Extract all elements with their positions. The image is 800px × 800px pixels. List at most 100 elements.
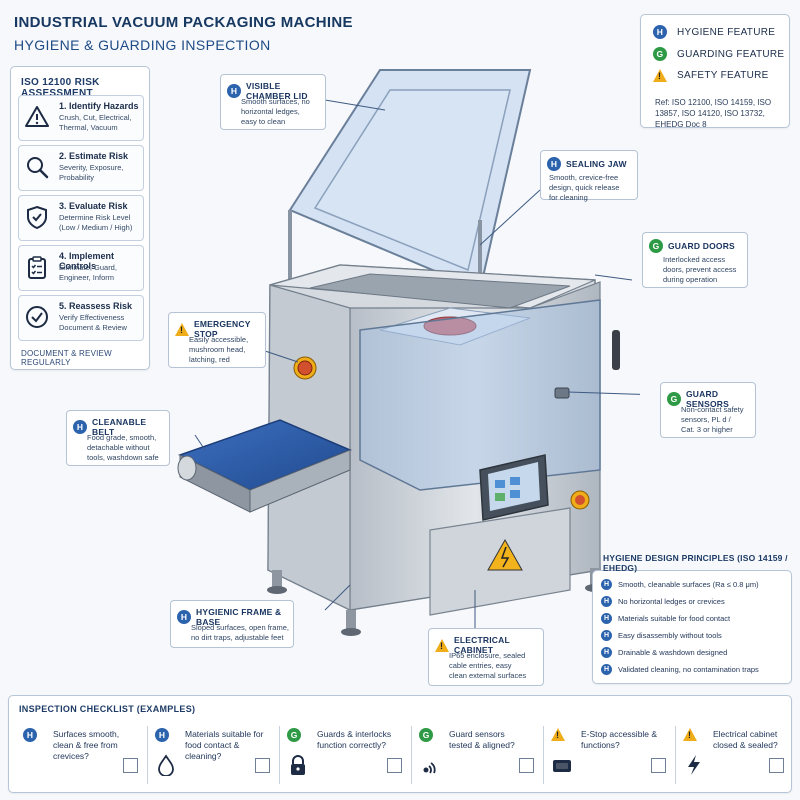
magnifier-icon (27, 157, 49, 179)
callout-emergency-stop: EMERGENCY STOP Easily accessible,mushroo… (168, 312, 266, 368)
hygiene-principle-text: Materials suitable for food contact (618, 614, 731, 623)
padlock-icon (291, 755, 305, 775)
risk-step-desc: Eliminate, Guard, Engineer, Inform (59, 263, 117, 282)
hmi-button-icon (495, 480, 505, 488)
callout-line: IP65 enclosure, sealed (449, 651, 526, 660)
callout-line: Smooth, crevice-free (549, 173, 619, 182)
risk-step-3: 3. Evaluate Risk Determine Risk Level (L… (18, 195, 144, 241)
callout-title: CLEANABLE BELT (92, 417, 147, 437)
droplet-icon (158, 754, 174, 776)
hygiene-principle-text: Drainable & washdown designed (618, 648, 728, 657)
clipboard-icon (28, 256, 46, 279)
risk-assessment-panel: ISO 12100 RISK ASSESSMENT 1. Identify Ha… (10, 66, 150, 370)
checklist-text: Guard sensors tested & aligned? (449, 729, 515, 750)
callout-line: design, quick release (549, 183, 620, 192)
checklist-checkbox[interactable] (769, 758, 784, 773)
hygiene-badge-icon: H (601, 647, 612, 658)
legend-safety-label: SAFETY FEATURE (677, 70, 769, 81)
estop-icon (553, 760, 571, 772)
callout-title: HYGIENIC FRAME & BASE (196, 607, 282, 627)
guarding-badge-icon: G (287, 728, 301, 742)
shield-check-icon (27, 205, 47, 229)
callout-line: latching, red (189, 355, 230, 364)
callout-title: GUARD SENSORS (686, 389, 729, 409)
callout-line: Food grade, smooth, (87, 433, 157, 442)
callout-line: detachable without (87, 443, 150, 452)
callout-line: no dirt traps, adjustable feet (191, 633, 284, 642)
risk-step-5: 5. Reassess Risk Verify Effectiveness Do… (18, 295, 144, 341)
checklist-checkbox[interactable] (255, 758, 270, 773)
callout-line: horizontal ledges, (241, 107, 300, 116)
hygiene-principle-item: H No horizontal ledges or crevices (601, 596, 725, 607)
hmi-button-icon (510, 490, 520, 498)
callout-line: for cleaning (549, 193, 588, 202)
callout-electrical-cabinet: ELECTRICAL CABINET IP65 enclosure, seale… (428, 628, 544, 686)
hygiene-badge-icon: H (547, 157, 561, 171)
guarding-badge-icon: G (649, 239, 663, 253)
safety-warning-icon (175, 322, 189, 336)
risk-footer: DOCUMENT & REVIEW REGULARLY (21, 349, 112, 367)
divider (411, 726, 412, 784)
conveyor-belt (177, 419, 352, 513)
checklist-checkbox[interactable] (123, 758, 138, 773)
checklist-text: Guards & interlocks function correctly? (317, 729, 392, 750)
checklist-text: Surfaces smooth, clean & free from crevi… (53, 729, 120, 761)
checklist-checkbox[interactable] (519, 758, 534, 773)
legend-hygiene: H HYGIENE FEATURE (653, 25, 775, 39)
risk-step-title: 1. Identify Hazards (59, 101, 139, 111)
checklist-text: Electrical cabinet closed & sealed? (713, 729, 778, 750)
checklist-item-cabinet: Electrical cabinet closed & sealed? (679, 724, 787, 784)
hygiene-badge-icon: H (601, 596, 612, 607)
risk-assessment-title: ISO 12100 RISK ASSESSMENT (21, 77, 100, 99)
hygiene-principle-item: H Drainable & washdown designed (601, 647, 727, 658)
checklist-checkbox[interactable] (651, 758, 666, 773)
callout-line: Sloped surfaces, open frame, (191, 623, 289, 632)
checklist-item-guards: G Guards & interlocks function correctly… (283, 724, 407, 784)
divider (675, 726, 676, 784)
callout-line: Interlocked access (663, 255, 726, 264)
safety-warning-icon (683, 728, 697, 741)
callout-title: GUARD DOORS (668, 241, 735, 251)
safety-warning-icon (653, 69, 667, 82)
checklist-title: INSPECTION CHECKLIST (EXAMPLES) (19, 704, 196, 714)
door-handle (612, 330, 620, 370)
risk-step-1: 1. Identify Hazards Crush, Cut, Electric… (18, 95, 144, 141)
hygiene-badge-icon: H (601, 613, 612, 624)
checklist-item-materials: H Materials suitable for food contact & … (151, 724, 275, 784)
checklist-item-sensors: G Guard sensors tested & aligned? (415, 724, 539, 784)
side-emergency-stop (570, 490, 590, 510)
legend-safety: SAFETY FEATURE (653, 69, 769, 82)
hmi-button-icon (510, 477, 520, 485)
divider (543, 726, 544, 784)
checklist-checkbox[interactable] (387, 758, 402, 773)
checklist-text: E-Stop accessible & functions? (581, 729, 658, 750)
risk-step-4: 4. Implement Controls Eliminate, Guard, … (18, 245, 144, 291)
guarding-badge-icon: G (667, 392, 681, 406)
hygiene-badge-icon: H (155, 728, 169, 742)
hygiene-badge-icon: H (177, 610, 191, 624)
hygiene-principle-text: No horizontal ledges or crevices (618, 597, 725, 606)
callout-line: during operation (663, 275, 718, 284)
divider (279, 726, 280, 784)
hygiene-badge-icon: H (73, 420, 87, 434)
references: Ref: ISO 12100, ISO 14159, ISO 13857, IS… (655, 98, 772, 129)
callout-line: cable entries, easy (449, 661, 512, 670)
hygiene-badge-icon: H (601, 664, 612, 675)
electrical-cabinet (429, 507, 571, 616)
hygiene-principle-item: H Materials suitable for food contact (601, 613, 730, 624)
hygiene-badge-icon: H (601, 579, 612, 590)
guarding-badge-icon: G (419, 728, 433, 742)
callout-line: Cat. 3 or higher (681, 425, 733, 434)
guarding-badge-icon: G (653, 47, 667, 61)
sensor-icon (423, 762, 436, 774)
warning-icon (25, 106, 49, 127)
callout-title: SEALING JAW (566, 159, 627, 169)
callout-line: Non-contact safety (681, 405, 744, 414)
callout-line: tools, washdown safe (87, 453, 159, 462)
checklist-item-estop: E-Stop accessible & functions? (547, 724, 671, 784)
hygiene-badge-icon: H (653, 25, 667, 39)
